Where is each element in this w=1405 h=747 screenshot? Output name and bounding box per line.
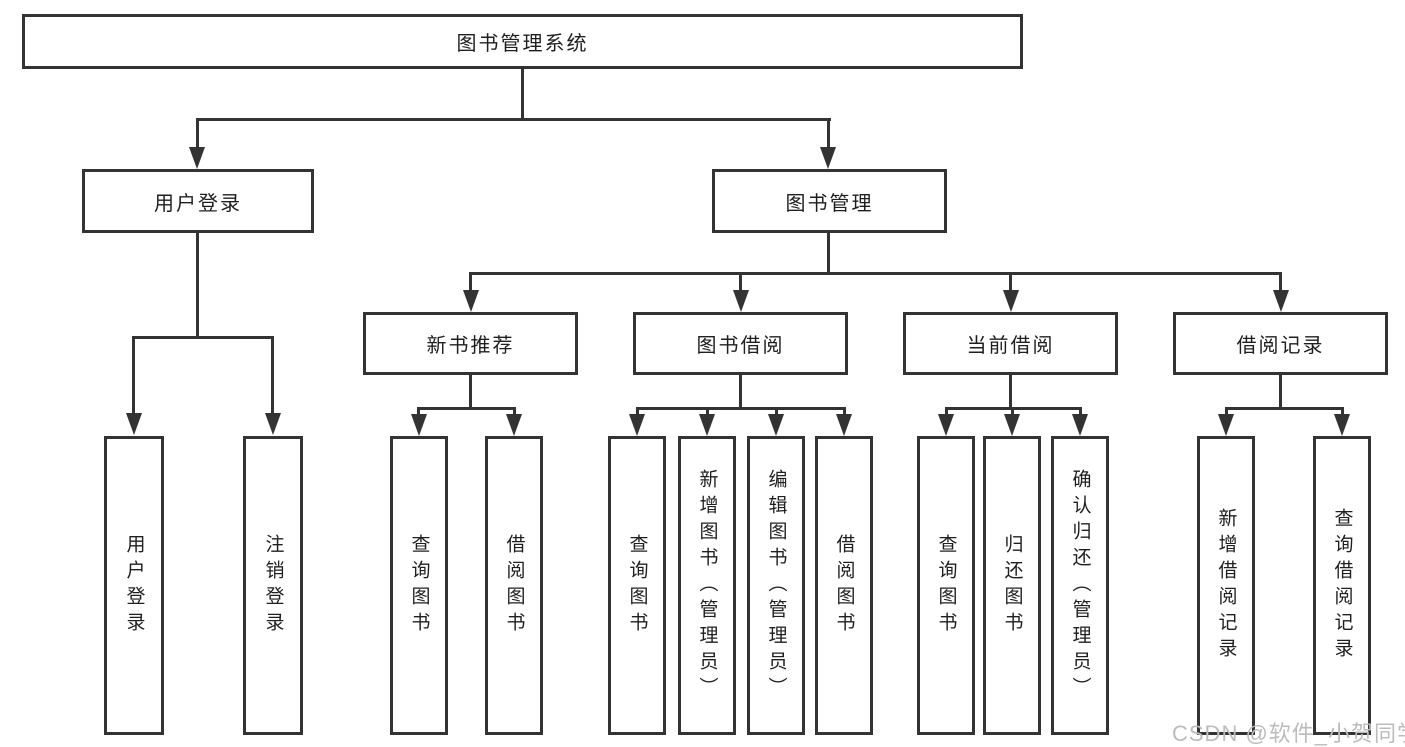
node-book-borrow: 图书借阅 <box>633 312 848 375</box>
connector-login-hbar <box>132 336 274 339</box>
connector-login-stem <box>196 233 199 336</box>
leaf-newbook-query: 查询图书 <box>390 436 448 735</box>
connector-records-hbar <box>1225 407 1344 410</box>
connector-login-drop-1 <box>132 336 135 415</box>
leaf-current-return: 归还图书 <box>983 436 1041 735</box>
arrow-to-newbook-query <box>411 414 427 436</box>
node-borrow-records: 借阅记录 <box>1173 312 1388 375</box>
arrow-to-borrow-add <box>699 414 715 436</box>
connector-borrow-hbar <box>636 407 846 410</box>
leaf-borrow-edit-admin: 编辑图书（管理员） <box>747 436 805 735</box>
arrow-to-records-query <box>1334 414 1350 436</box>
node-library-management-system: 图书管理系统 <box>22 14 1023 69</box>
node-user-login: 用户登录 <box>82 169 314 233</box>
leaf-records-query: 查询借阅记录 <box>1313 436 1371 735</box>
connector-root-drop-left <box>196 118 199 150</box>
connector-borrow-drop-3 <box>775 407 778 416</box>
arrow-to-records-add <box>1218 414 1234 436</box>
arrow-to-borrow-query <box>629 414 645 436</box>
connector-root-drop-right <box>827 118 830 150</box>
arrow-to-borrow-edit <box>768 414 784 436</box>
connector-mgmt-stem <box>827 233 830 275</box>
connector-newbook-stem <box>469 375 472 407</box>
connector-mgmt-drop-2 <box>739 272 742 292</box>
connector-newbook-hbar <box>417 407 516 410</box>
connector-mgmt-drop-4 <box>1279 272 1282 292</box>
arrow-to-user-login <box>189 147 205 169</box>
connector-current-drop-1 <box>945 407 948 416</box>
node-new-book-recommend: 新书推荐 <box>363 312 578 375</box>
connector-borrow-drop-2 <box>706 407 709 416</box>
connector-records-drop-2 <box>1341 407 1344 416</box>
connector-newbook-drop-1 <box>417 407 420 416</box>
arrow-to-current-query <box>938 414 954 436</box>
arrow-to-leaf-user-login <box>126 413 142 435</box>
connector-records-stem <box>1279 375 1282 407</box>
connector-current-stem <box>1009 375 1012 407</box>
watermark: CSDN @软件_小贺同学 <box>1172 721 1405 746</box>
connector-borrow-drop-1 <box>636 407 639 416</box>
connector-mgmt-hbar <box>469 272 1282 275</box>
connector-borrow-stem <box>739 375 742 407</box>
connector-borrow-drop-4 <box>843 407 846 416</box>
connector-current-drop-3 <box>1079 407 1082 416</box>
leaf-borrow-borrow: 借阅图书 <box>815 436 873 735</box>
node-book-management: 图书管理 <box>712 169 947 233</box>
arrow-to-borrow-borrow <box>836 414 852 436</box>
leaf-borrow-query: 查询图书 <box>608 436 666 735</box>
connector-root-stem <box>521 69 524 121</box>
leaf-logout: 注销登录 <box>243 436 303 735</box>
connector-mgmt-drop-1 <box>469 272 472 292</box>
leaf-records-add: 新增借阅记录 <box>1197 436 1255 735</box>
arrow-to-book-management <box>820 147 836 169</box>
leaf-current-confirm-admin: 确认归还（管理员） <box>1051 436 1109 735</box>
arrow-to-current-return <box>1004 414 1020 436</box>
connector-records-drop-1 <box>1225 407 1228 416</box>
connector-current-drop-2 <box>1011 407 1014 416</box>
arrow-to-borrow-records <box>1273 290 1289 312</box>
connector-root-hbar <box>196 118 831 121</box>
connector-login-drop-2 <box>271 336 274 415</box>
leaf-user-login: 用户登录 <box>104 436 164 735</box>
arrow-to-newbook-borrow <box>506 414 522 436</box>
leaf-current-query: 查询图书 <box>917 436 975 735</box>
leaf-borrow-add-admin: 新增图书（管理员） <box>678 436 736 735</box>
arrow-to-current-borrow <box>1003 290 1019 312</box>
arrow-to-book-borrow <box>733 290 749 312</box>
leaf-newbook-borrow: 借阅图书 <box>485 436 543 735</box>
node-current-borrow: 当前借阅 <box>903 312 1118 375</box>
arrow-to-leaf-logout <box>265 413 281 435</box>
connector-newbook-drop-2 <box>513 407 516 416</box>
arrow-to-current-confirm <box>1072 414 1088 436</box>
connector-mgmt-drop-3 <box>1009 272 1012 292</box>
arrow-to-new-book-recommend <box>463 290 479 312</box>
